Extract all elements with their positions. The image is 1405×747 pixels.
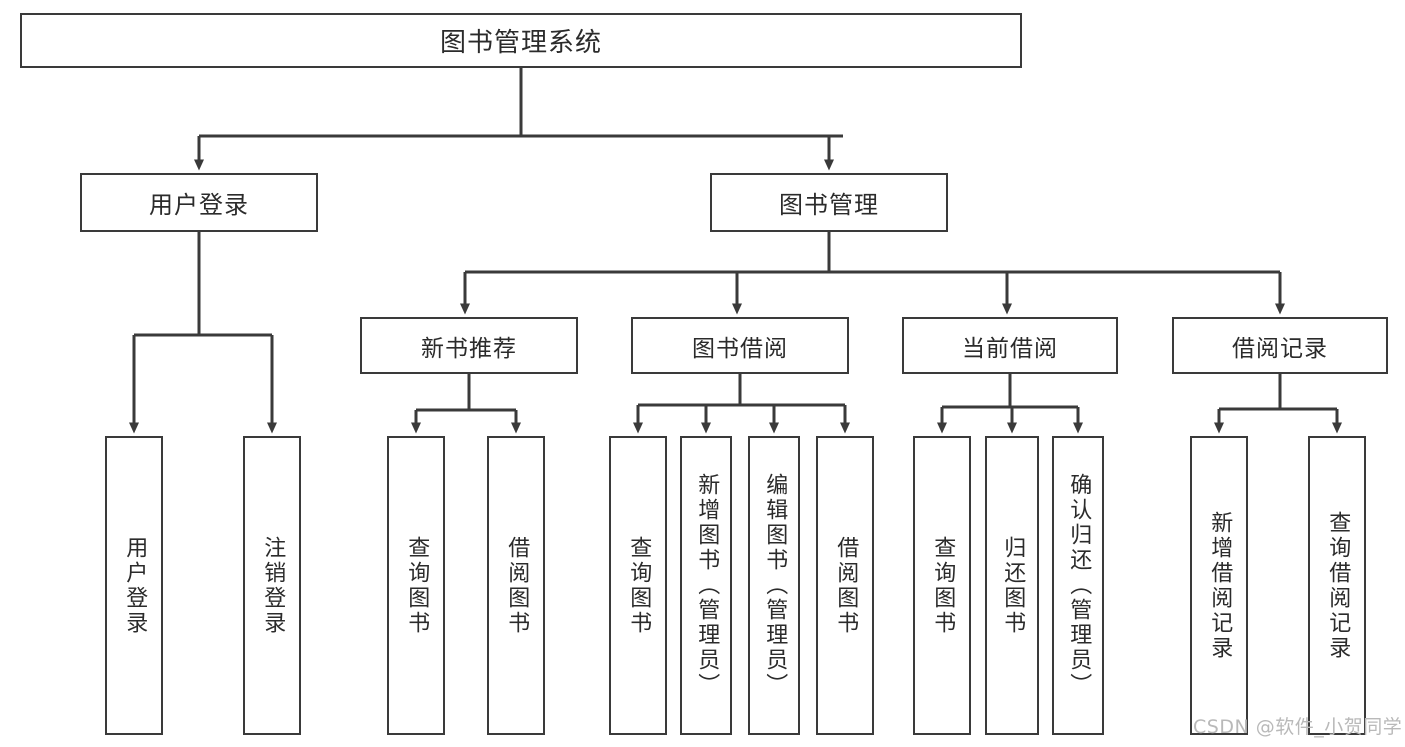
- node-borrow-record-label: 借阅记录: [1232, 335, 1328, 362]
- node-new-book-recommend[interactable]: 新书推荐: [360, 317, 578, 374]
- node-book-borrow-label: 图书借阅: [692, 335, 788, 362]
- leaf-query-book-label: 查询图书: [626, 535, 652, 636]
- leaf-confirm-return[interactable]: 确认归还（管理员）: [1052, 436, 1104, 735]
- leaf-add-book-admin[interactable]: 新增图书（管理员）: [680, 436, 732, 735]
- leaf-borrow-book[interactable]: 借阅图书: [816, 436, 874, 735]
- leaf-edit-book-admin[interactable]: 编辑图书（管理员）: [748, 436, 800, 735]
- leaf-add-book-admin-label: 新增图书（管理员）: [694, 473, 720, 698]
- leaf-query-book-new[interactable]: 查询图书: [387, 436, 445, 735]
- leaf-user-logout[interactable]: 注销登录: [243, 436, 301, 735]
- node-borrow-record[interactable]: 借阅记录: [1172, 317, 1388, 374]
- csdn-watermark: CSDN @软件_小贺同学: [1193, 716, 1403, 738]
- leaf-add-borrow-record-label: 新增借阅记录: [1207, 510, 1233, 661]
- node-book-borrow[interactable]: 图书借阅: [631, 317, 849, 374]
- leaf-query-borrow-record[interactable]: 查询借阅记录: [1308, 436, 1366, 735]
- leaf-user-logout-label: 注销登录: [260, 535, 286, 636]
- leaf-query-book-cur[interactable]: 查询图书: [913, 436, 971, 735]
- leaf-return-book[interactable]: 归还图书: [985, 436, 1039, 735]
- leaf-query-book[interactable]: 查询图书: [609, 436, 667, 735]
- leaf-return-book-label: 归还图书: [1000, 535, 1026, 636]
- leaf-add-borrow-record[interactable]: 新增借阅记录: [1190, 436, 1248, 735]
- node-user-login-label: 用户登录: [149, 191, 249, 219]
- node-new-book-recommend-label: 新书推荐: [421, 335, 517, 362]
- node-root[interactable]: 图书管理系统: [20, 13, 1022, 68]
- leaf-borrow-book-new-label: 借阅图书: [504, 535, 530, 636]
- leaf-borrow-book-label: 借阅图书: [833, 535, 859, 636]
- leaf-confirm-return-label: 确认归还（管理员）: [1066, 473, 1092, 698]
- node-root-label: 图书管理系统: [439, 28, 602, 58]
- node-book-manage[interactable]: 图书管理: [710, 173, 948, 232]
- leaf-query-borrow-record-label: 查询借阅记录: [1325, 510, 1351, 661]
- leaf-user-login-label: 用户登录: [122, 535, 148, 636]
- leaf-query-book-cur-label: 查询图书: [930, 535, 956, 636]
- node-current-borrow[interactable]: 当前借阅: [902, 317, 1118, 374]
- node-current-borrow-label: 当前借阅: [962, 335, 1058, 362]
- leaf-user-login[interactable]: 用户登录: [105, 436, 163, 735]
- leaf-edit-book-admin-label: 编辑图书（管理员）: [762, 473, 788, 698]
- leaf-borrow-book-new[interactable]: 借阅图书: [487, 436, 545, 735]
- node-user-login[interactable]: 用户登录: [80, 173, 318, 232]
- node-book-manage-label: 图书管理: [779, 191, 879, 219]
- leaf-query-book-new-label: 查询图书: [404, 535, 430, 636]
